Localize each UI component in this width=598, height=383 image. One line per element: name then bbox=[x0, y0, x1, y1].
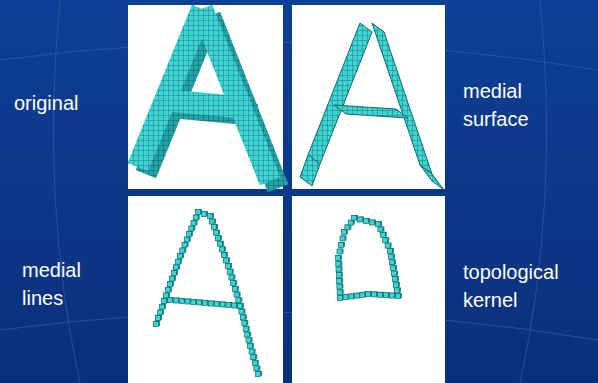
panel-background bbox=[128, 5, 283, 189]
panel-label: topological kernel bbox=[463, 258, 591, 314]
figure-panel bbox=[128, 5, 283, 189]
panel-background bbox=[128, 196, 283, 383]
kernel-loop-voxels bbox=[336, 215, 403, 301]
voxel-letter-a bbox=[142, 19, 274, 178]
figure-panel bbox=[128, 196, 283, 383]
panel-label: medial surface bbox=[463, 77, 553, 133]
panel-background bbox=[292, 5, 445, 189]
panel-background bbox=[292, 196, 445, 383]
panel-label: medial lines bbox=[22, 256, 112, 312]
figure-panel bbox=[292, 196, 445, 383]
panel-label: original bbox=[14, 89, 124, 117]
figure-panel bbox=[292, 5, 445, 190]
medial-surface-a bbox=[300, 23, 444, 190]
medial-line-voxels bbox=[154, 209, 263, 377]
